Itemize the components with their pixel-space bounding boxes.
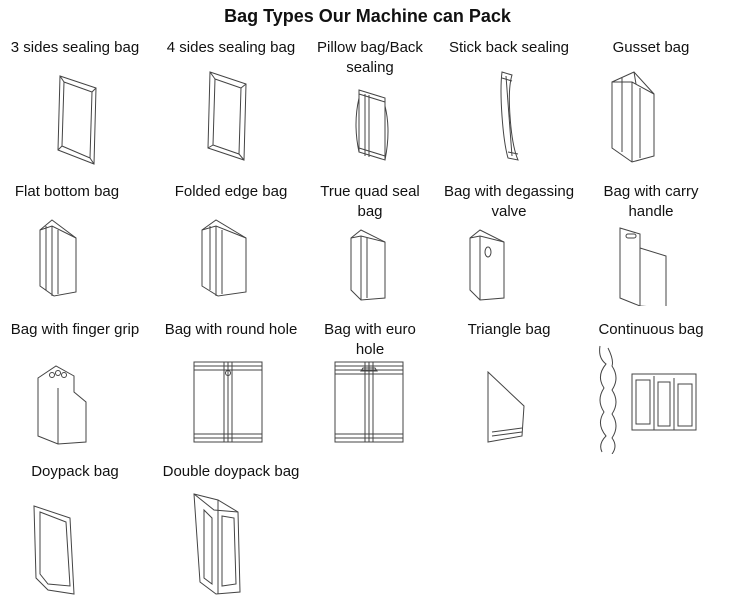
- flat-bottom-bag-icon: [0, 216, 140, 306]
- continuous-bag-icon: [578, 344, 724, 454]
- quad-seal-bag-icon: [297, 226, 443, 306]
- three-side-seal-bag-icon: [2, 68, 148, 168]
- bag-label: 4 sides sealing bag: [166, 39, 296, 56]
- bag-item: Continuous bag: [578, 320, 724, 340]
- bag-item: Bag with round hole: [158, 320, 304, 340]
- degassing-valve-bag-icon: [436, 226, 582, 306]
- four-side-seal-bag-icon: [158, 68, 304, 168]
- double-doypack-bag-icon: [158, 488, 304, 598]
- folded-edge-bag-icon: [158, 216, 304, 306]
- stick-bag-icon: [436, 68, 582, 168]
- bag-label: Bag with carry handle: [603, 183, 699, 220]
- bag-item: Triangle bag: [436, 320, 582, 340]
- bag-label: Double doypack bag: [162, 463, 300, 480]
- euro-hole-bag-icon: [297, 358, 443, 448]
- bag-label: Bag with euro hole: [324, 321, 416, 358]
- gusset-bag-icon: [578, 68, 724, 168]
- bag-label: Pillow bag/Back sealing: [317, 39, 423, 76]
- bag-item: Folded edge bag: [158, 182, 304, 202]
- bag-item: 4 sides sealing bag: [158, 38, 304, 58]
- bag-label: Triangle bag: [467, 321, 551, 338]
- bag-item: Bag with euro hole: [297, 320, 443, 360]
- pillow-bag-icon: [297, 80, 443, 170]
- bag-label: Folded edge bag: [174, 183, 288, 200]
- bag-item: Flat bottom bag: [0, 182, 140, 202]
- bag-item: Pillow bag/Back sealing: [297, 38, 443, 78]
- doypack-bag-icon: [2, 498, 148, 598]
- bag-item: Doypack bag: [2, 462, 148, 482]
- bag-item: Bag with degassing valve: [436, 182, 582, 222]
- bag-label: Flat bottom bag: [14, 183, 120, 200]
- bag-label: Bag with round hole: [164, 321, 298, 338]
- round-hole-bag-icon: [158, 358, 304, 448]
- bag-item: Bag with carry handle: [578, 182, 724, 222]
- bag-item: 3 sides sealing bag: [2, 38, 148, 58]
- bag-item: Gusset bag: [578, 38, 724, 58]
- bag-item: Stick back sealing: [436, 38, 582, 58]
- bag-item: Bag with finger grip: [2, 320, 148, 340]
- bag-label: 3 sides sealing bag: [10, 39, 140, 56]
- page-title: Bag Types Our Machine can Pack: [224, 6, 511, 26]
- finger-grip-bag-icon: [2, 360, 148, 450]
- bag-label: Continuous bag: [598, 321, 704, 338]
- bag-item: True quad seal bag: [297, 182, 443, 222]
- bag-label: Bag with degassing valve: [443, 183, 575, 220]
- triangle-bag-icon: [436, 370, 582, 450]
- carry-handle-bag-icon: [578, 226, 724, 306]
- bag-item: Double doypack bag: [158, 462, 304, 482]
- bag-label: Stick back sealing: [448, 39, 570, 56]
- bag-label: Bag with finger grip: [10, 321, 140, 338]
- bag-label: True quad seal bag: [320, 183, 420, 220]
- bag-label: Doypack bag: [31, 463, 119, 480]
- bag-label: Gusset bag: [612, 39, 690, 56]
